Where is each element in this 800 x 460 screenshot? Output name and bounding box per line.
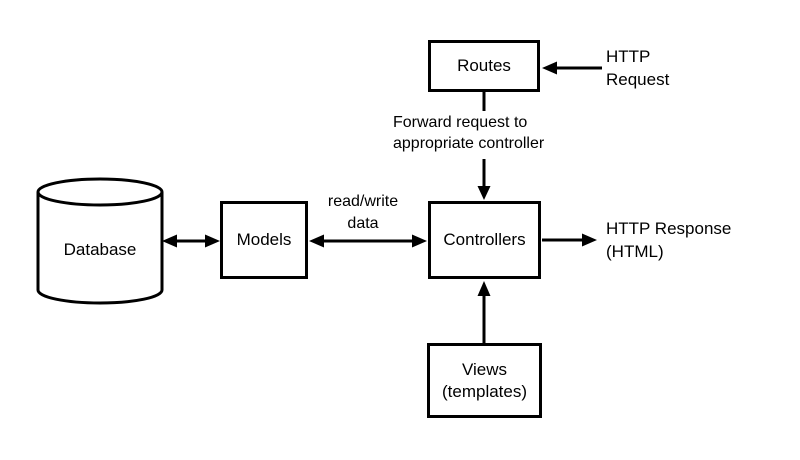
read-write-line2: data — [347, 215, 379, 232]
forward-request-label: Forward request to appropriate controlle… — [392, 111, 547, 159]
arrow-http-request-to-routes — [542, 61, 602, 75]
node-models: Models — [220, 201, 308, 279]
http-request-line2: Request — [606, 70, 670, 89]
node-routes-label: Routes — [457, 56, 511, 75]
read-write-line1: read/write — [327, 193, 399, 210]
arrow-views-to-controllers — [477, 281, 491, 343]
http-response-line2: (HTML) — [606, 242, 664, 261]
arrow-models-controllers-bidirectional — [309, 234, 427, 248]
http-request-line1: HTTP — [606, 47, 651, 66]
http-response-line1: HTTP Response — [606, 219, 732, 238]
arrow-database-models-bidirectional — [162, 234, 220, 248]
node-controllers: Controllers — [428, 201, 541, 279]
node-views: Views (templates) — [427, 343, 542, 418]
http-response-label: HTTP Response (HTML) — [606, 217, 731, 263]
http-request-label: HTTP Request — [606, 45, 669, 91]
read-write-data-label: read/write data — [318, 191, 408, 235]
node-views-label-line1: Views — [461, 359, 508, 379]
database-cylinder-shape — [36, 177, 164, 305]
node-routes: Routes — [428, 40, 540, 92]
forward-request-line1: Forward request to — [393, 114, 528, 131]
node-controllers-label: Controllers — [443, 230, 526, 249]
forward-request-line2: appropriate controller — [393, 135, 545, 152]
node-views-label-line2: (templates) — [441, 381, 528, 401]
node-database-label: Database — [63, 240, 137, 259]
node-models-label: Models — [236, 230, 292, 249]
arrow-controllers-to-http-response — [542, 233, 597, 247]
